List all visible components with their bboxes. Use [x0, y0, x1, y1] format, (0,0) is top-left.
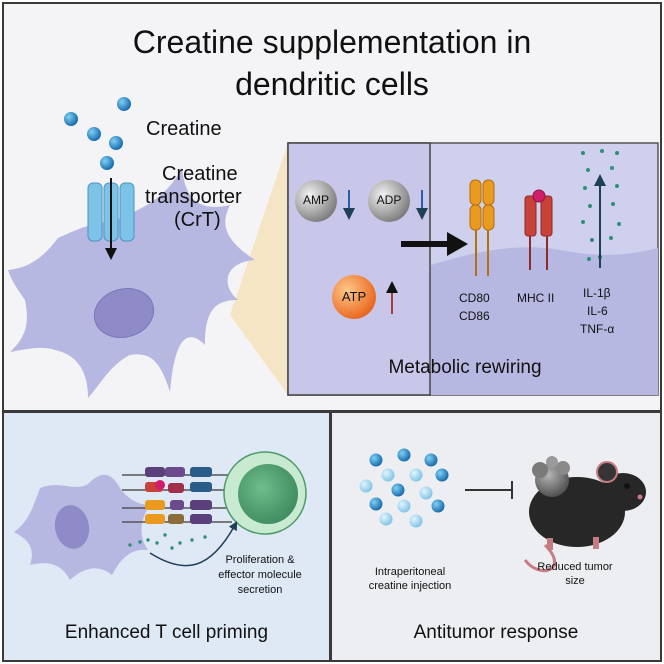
zoom-wedge [230, 143, 288, 395]
main-title-line1: Creatine supplementation in [132, 24, 532, 60]
transporter-label-line2: transporter [145, 186, 242, 208]
atp-label: ATP [341, 289, 367, 304]
t-cell-secretion-icon [128, 521, 238, 567]
tumor-label-line1: Reduced tumor [537, 561, 613, 573]
injection-label-line1: Intraperitoneal [374, 566, 446, 578]
transporter-channel-icon [87, 178, 135, 260]
adp-sphere-icon [368, 180, 410, 222]
cd86-label: CD86 [459, 309, 490, 323]
mhc-ii-label: MHC II [517, 291, 555, 305]
amp-label: AMP [302, 193, 329, 207]
antitumor-response-title: Antitumor response [413, 622, 579, 643]
mhc-ii-receptor-icon [524, 189, 553, 270]
immune-synapse-receptors [122, 467, 232, 524]
nucleus-icon [93, 288, 155, 338]
injection-label-line2: creatine injection [368, 580, 452, 592]
injection-molecules-icon [359, 448, 449, 528]
transporter-label-line1: Creatine [162, 163, 238, 185]
transporter-label-line3: (CrT) [174, 209, 221, 231]
main-title-line2: dendritic cells [235, 66, 429, 102]
creatine-molecule-icon [64, 97, 131, 170]
il1b-label: IL-1β [583, 286, 611, 300]
t-cell-nucleus-icon [238, 464, 298, 524]
cd80-label: CD80 [459, 291, 490, 305]
creatine-label: Creatine [146, 118, 222, 140]
il6-label: IL-6 [587, 304, 608, 318]
inhibition-arrow-icon [465, 481, 513, 499]
cell-membrane [431, 247, 658, 395]
rewiring-arrow-icon [401, 232, 468, 256]
amp-sphere-icon [295, 180, 337, 222]
proliferation-label-line3: secretion [237, 584, 283, 596]
cytokine-secretion-icon [581, 149, 621, 268]
dendritic-cell-icon [8, 168, 255, 398]
nucleus-small-icon [54, 505, 90, 549]
proliferation-label-line2: effector molecule [218, 569, 302, 581]
tumor-icon [532, 456, 570, 497]
t-cell-priming-title: Enhanced T cell priming [64, 622, 269, 643]
metabolic-rewiring-label: Metabolic rewiring [388, 357, 542, 378]
tumor-label-line2: size [565, 575, 585, 587]
atp-sphere-icon [332, 275, 376, 319]
adp-label: ADP [376, 193, 402, 207]
proliferation-label-line1: Proliferation & [225, 554, 295, 566]
cd80-receptor-icon [469, 179, 495, 276]
tnfa-label: TNF-α [580, 322, 615, 336]
